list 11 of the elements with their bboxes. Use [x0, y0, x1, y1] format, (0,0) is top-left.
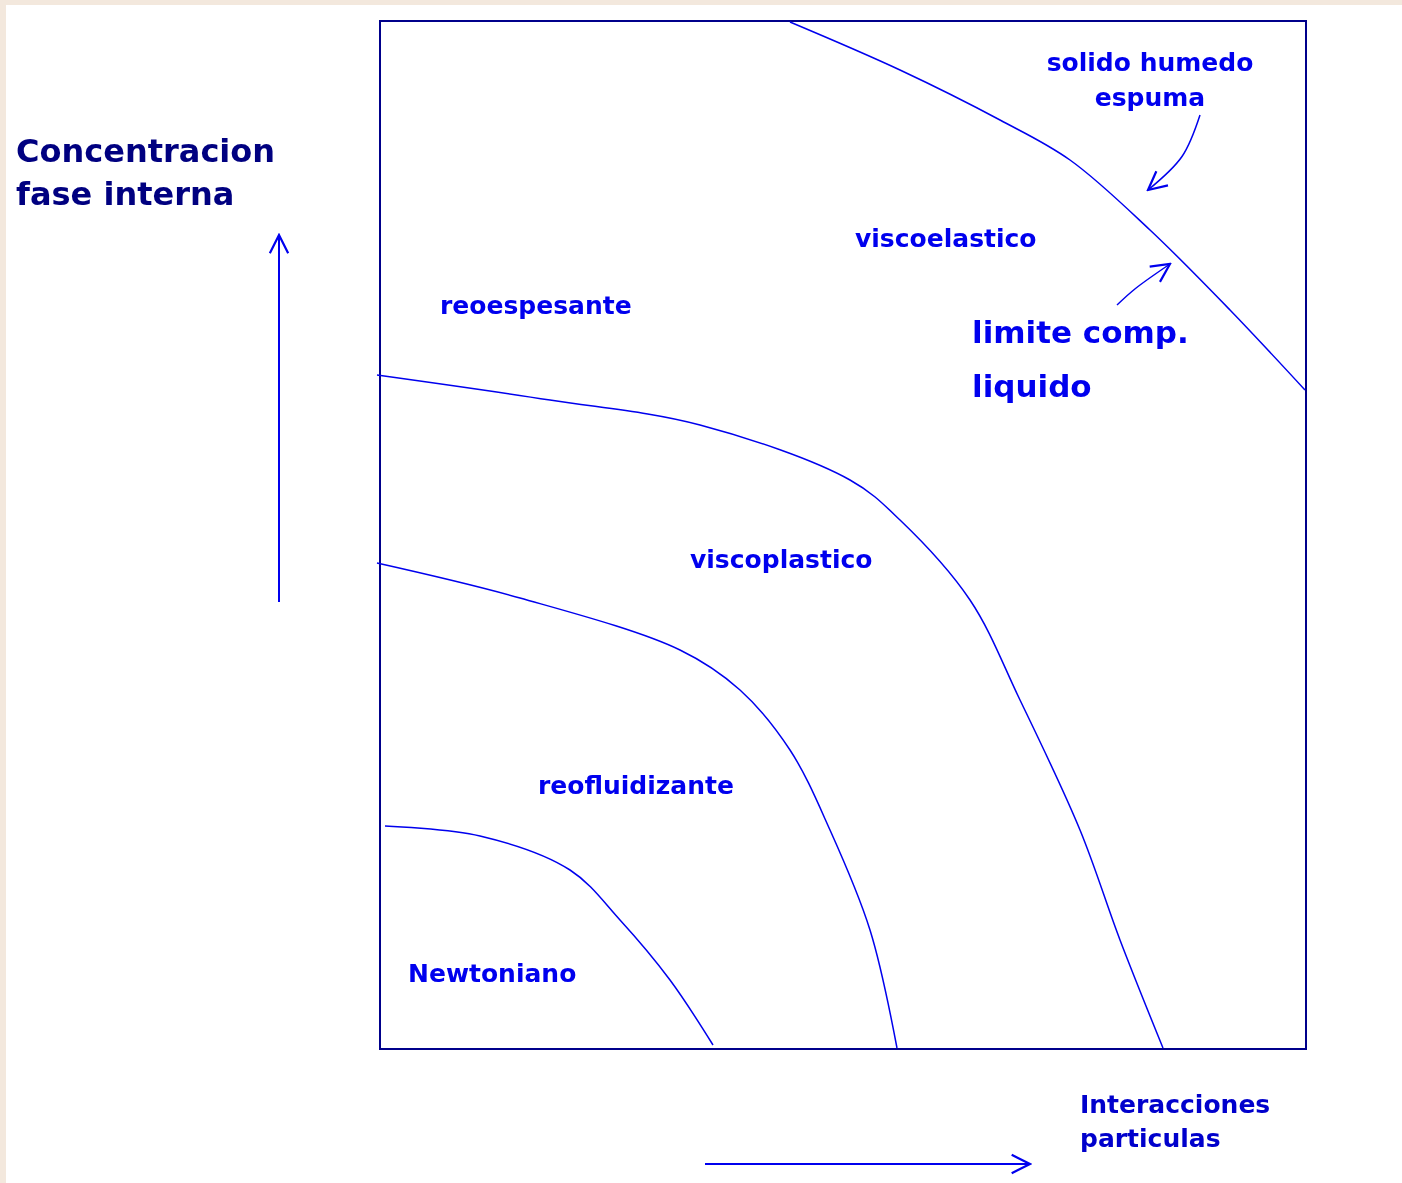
region-label: reofluidizante — [538, 770, 735, 802]
leader-arrow — [1146, 114, 1201, 192]
region-label: Newtoniano — [408, 958, 578, 990]
axis-label: Concentracion fase interna — [16, 131, 277, 216]
region-label: reoespesante — [440, 290, 633, 322]
callout-label: limite comp. liquido — [972, 305, 1212, 414]
axis-label: Interacciones particulas — [1080, 1089, 1272, 1155]
region-label: viscoelastico — [855, 223, 1038, 255]
callout-label: solido humedo espuma — [1020, 45, 1280, 115]
leader-arrow — [1116, 262, 1172, 306]
region-label: viscoplastico — [690, 544, 874, 576]
